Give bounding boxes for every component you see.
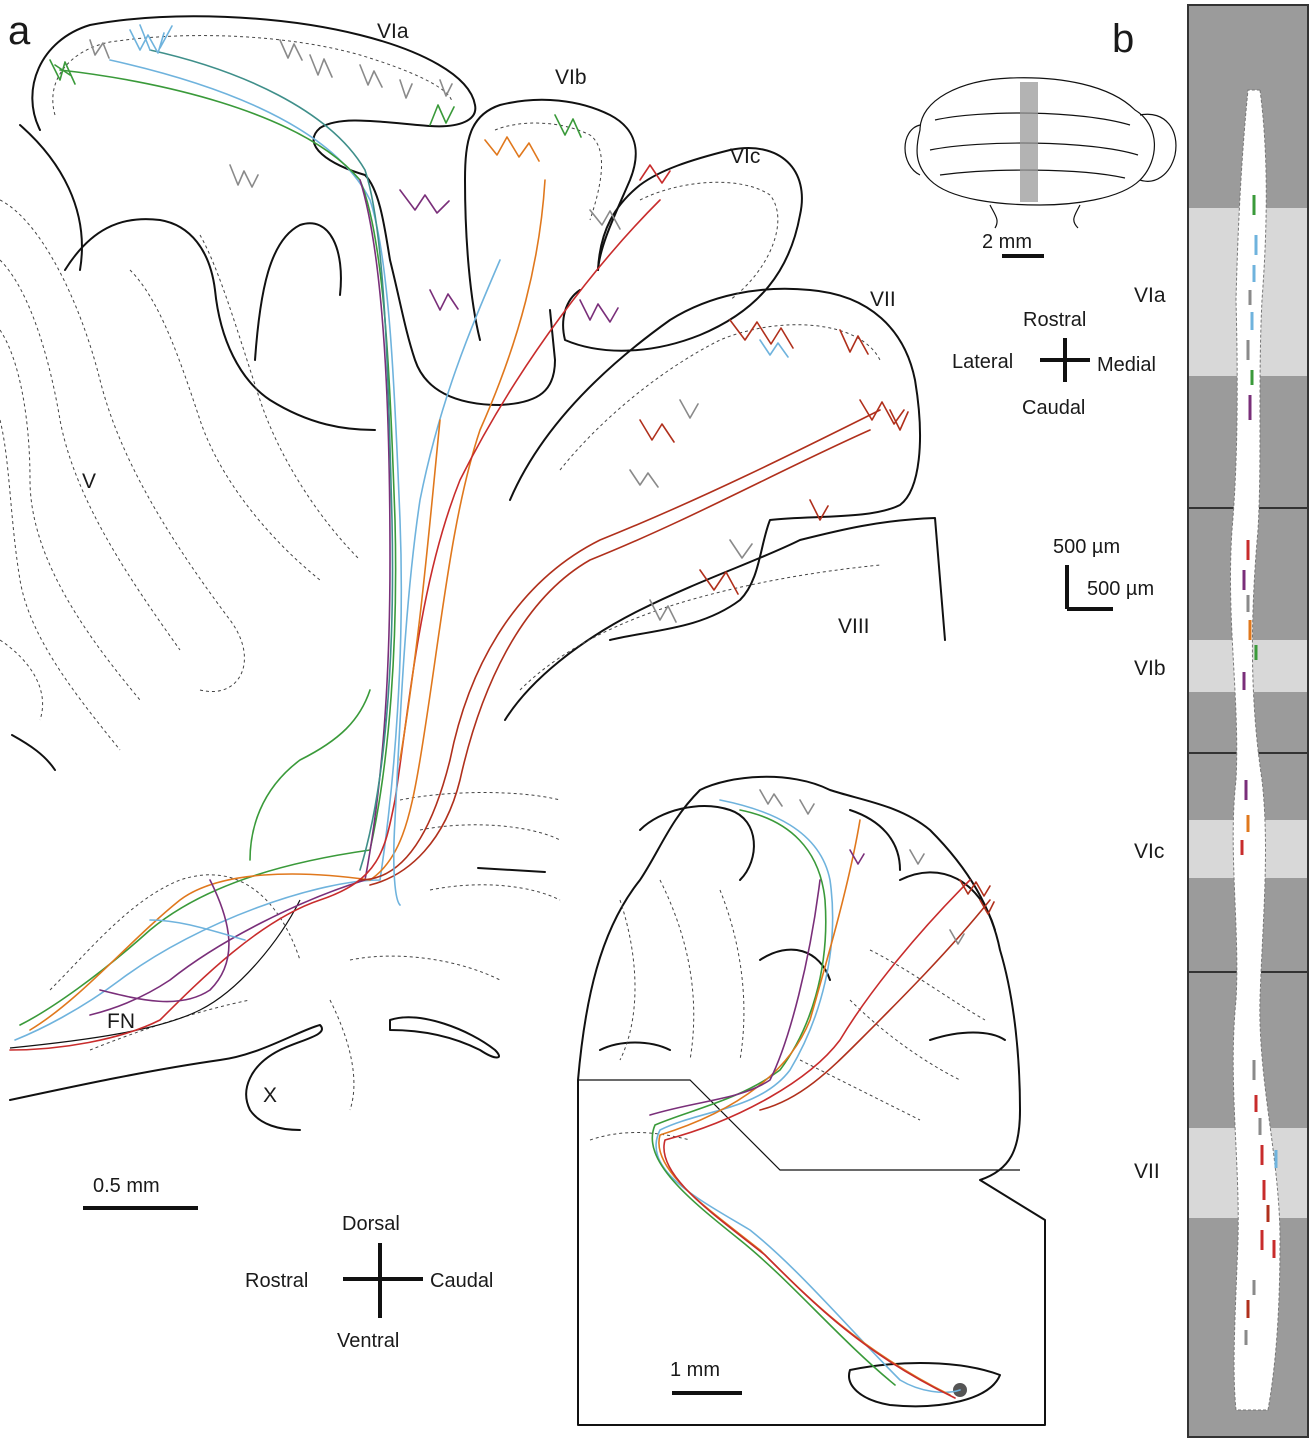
short-line-left	[12, 735, 55, 770]
lobule-v-dotted-6	[200, 235, 360, 560]
dendrites	[50, 25, 908, 622]
strip-label-vii: VII	[1134, 1160, 1160, 1183]
inset-dotted-5	[870, 950, 985, 1020]
lobule-x-outline	[10, 1025, 322, 1130]
lower-dotted-4	[350, 956, 500, 980]
brain-stem	[990, 205, 1080, 228]
orientation-cross-b: Rostral Caudal Lateral Medial	[952, 309, 1156, 419]
inset-section: 1 mm	[578, 777, 1045, 1425]
label-fn: FN	[107, 1010, 135, 1033]
inset-fold-4	[760, 950, 830, 980]
inset-dotted-7	[590, 1133, 690, 1141]
lower-dotted-3	[430, 885, 560, 900]
inset-fold-1	[640, 806, 754, 880]
lobule-v-dotted-5	[130, 270, 320, 580]
lower-dotted-5	[330, 1000, 354, 1110]
orientation-b-lateral: Lateral	[952, 351, 1013, 373]
orientation-rostral: Rostral	[245, 1270, 308, 1292]
label-vic: VIc	[730, 145, 760, 168]
inset-dotted-3	[720, 890, 744, 1060]
fn-region-dotted	[50, 875, 300, 990]
lobule-v-dotted-3	[0, 330, 140, 700]
flattened-strip	[1188, 5, 1308, 1437]
lobule-v-dotted-1	[0, 200, 244, 692]
scale-strip-vertical-label: 500 µm	[1053, 536, 1120, 558]
orientation-caudal: Caudal	[430, 1270, 493, 1292]
label-viii: VIII	[838, 615, 870, 638]
orientation-cross-a: Dorsal Ventral Rostral Caudal	[245, 1213, 493, 1352]
orientation-b-rostral: Rostral	[1023, 309, 1086, 331]
scale-bar-strip: 500 µm 500 µm	[1053, 536, 1154, 609]
panel-a: a	[0, 9, 1045, 1425]
label-via: VIa	[377, 20, 409, 43]
label-v: V	[82, 470, 96, 493]
lobule-v-fold	[255, 223, 341, 360]
axon-bundle	[10, 50, 880, 1050]
label-vii: VII	[870, 288, 896, 311]
lobule-vic-outline	[563, 148, 802, 351]
panel-b: b 2 mm Rostral Caudal Lateral Medial	[905, 5, 1308, 1437]
inset-dotted-1	[620, 900, 635, 1060]
inset-dotted-2	[660, 880, 694, 1060]
lobule-v-dotted-7	[0, 640, 43, 720]
lobule-via-inner	[53, 36, 452, 115]
brain-left-flocculus	[905, 125, 920, 175]
lobule-v-outline	[20, 125, 375, 430]
inset-fold-6	[930, 1033, 1005, 1041]
label-vib: VIb	[555, 66, 587, 89]
inset-dotted-6	[800, 1060, 920, 1120]
lower-fold-2	[478, 868, 545, 872]
folia-dotted-1	[495, 123, 602, 220]
panel-a-letter: a	[8, 9, 31, 53]
scale-main-label: 0.5 mm	[93, 1175, 160, 1197]
brain-dorsal-sketch: 2 mm	[905, 78, 1176, 256]
inset-fold-5	[600, 1043, 670, 1051]
scale-brain-label: 2 mm	[982, 231, 1032, 253]
lower-fold-1	[390, 1017, 499, 1057]
label-x: X	[263, 1084, 277, 1107]
panel-b-letter: b	[1112, 17, 1134, 61]
lobule-v-dotted-2	[0, 260, 180, 650]
orientation-dorsal: Dorsal	[342, 1213, 400, 1235]
lower-dotted-1	[400, 793, 560, 801]
lobule-via-outline	[32, 16, 555, 405]
inset-fold-2	[850, 810, 900, 870]
strip-label-vic: VIc	[1134, 840, 1164, 863]
brain-right-flocculus	[1140, 114, 1176, 181]
scale-bar-main: 0.5 mm	[83, 1175, 198, 1208]
orientation-b-medial: Medial	[1097, 354, 1156, 376]
strip-label-vib: VIb	[1134, 657, 1166, 680]
orientation-ventral: Ventral	[337, 1330, 399, 1352]
brain-section-strip	[1020, 82, 1038, 202]
strip-label-via: VIa	[1134, 284, 1166, 307]
inset-outer-outline	[578, 777, 1045, 1425]
scale-strip-horizontal-label: 500 µm	[1087, 578, 1154, 600]
inset-dotted-4	[850, 1000, 960, 1080]
inset-nucleus-outline	[849, 1363, 1000, 1406]
scale-inset-label: 1 mm	[670, 1359, 720, 1381]
lobule-viii-outline	[505, 518, 945, 720]
orientation-b-caudal: Caudal	[1022, 397, 1085, 419]
